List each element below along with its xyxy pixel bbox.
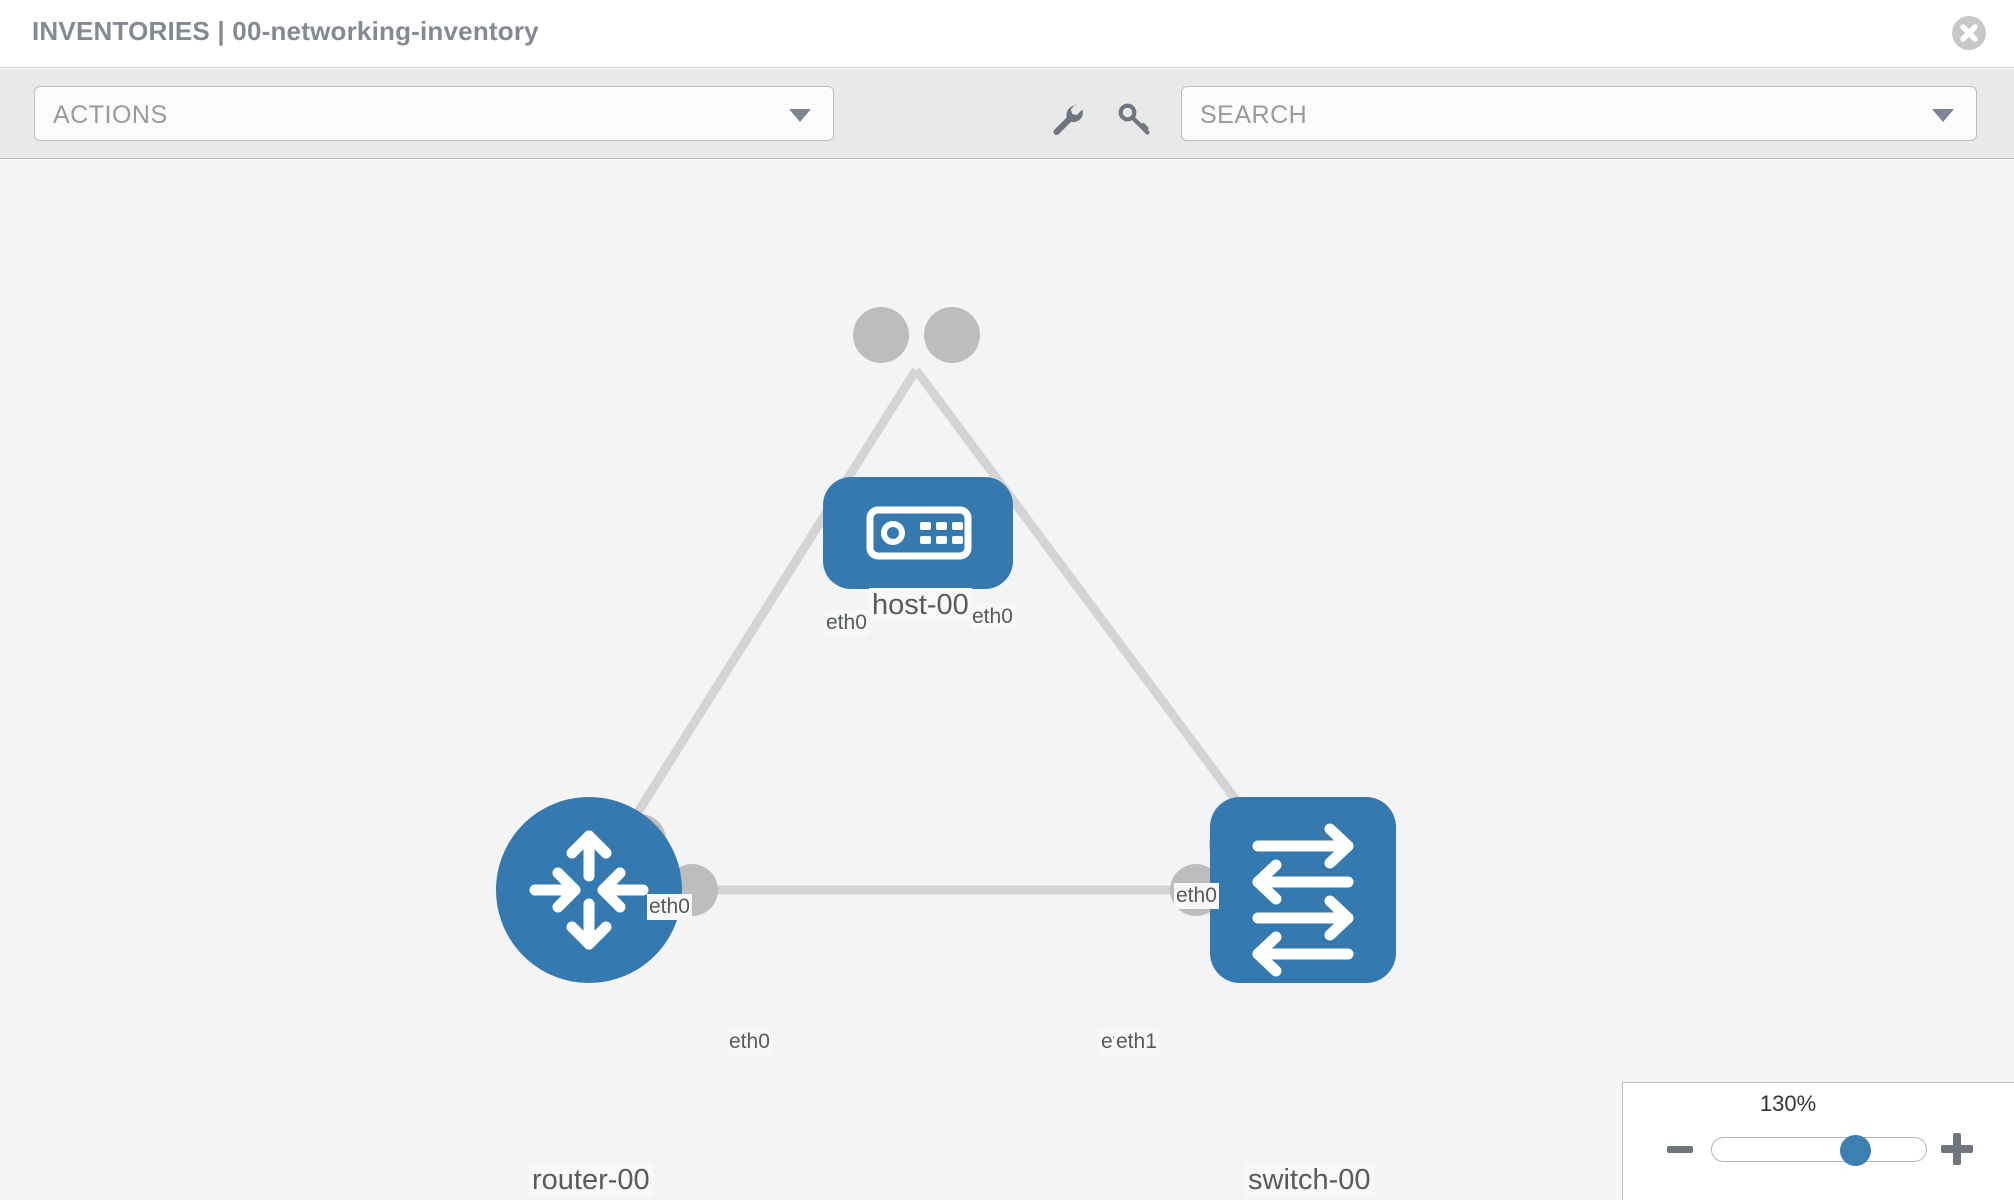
zoom-slider-track[interactable] (1711, 1137, 1927, 1162)
minus-icon[interactable] (1667, 1146, 1693, 1153)
iface-label-switch-left-b: eth1 (1114, 1029, 1159, 1055)
iface-label-router-right: eth0 (727, 1029, 772, 1055)
search-placeholder: SEARCH (1200, 101, 1308, 129)
plus-icon[interactable] (1941, 1133, 1973, 1165)
endpoint-host-right (924, 307, 980, 363)
close-icon[interactable] (1952, 16, 1986, 50)
wrench-icon[interactable] (1046, 99, 1086, 139)
node-host-00 (823, 477, 1013, 589)
search-input[interactable]: SEARCH (1181, 86, 1977, 141)
iface-label-host-right: eth0 (970, 604, 1015, 630)
page-header: INVENTORIES | 00-networking-inventory (0, 0, 2014, 68)
node-label-switch-00[interactable]: switch-00 (1245, 1163, 1374, 1197)
zoom-level-value: 130% (1759, 1091, 1817, 1116)
topology-graph (496, 307, 1396, 983)
iface-label-router-up: eth0 (647, 894, 692, 920)
topology-canvas[interactable]: host-00 router-00 switch-00 eth0 eth0 et… (0, 160, 2014, 1200)
node-router-00 (496, 797, 682, 983)
chevron-down-icon (789, 109, 811, 122)
chevron-down-icon[interactable] (1932, 109, 1954, 122)
zoom-control-panel: 130% (1622, 1082, 2014, 1200)
toolbar: ACTIONS SEARCH (0, 69, 2014, 159)
actions-dropdown[interactable]: ACTIONS (34, 86, 834, 141)
node-label-router-00[interactable]: router-00 (529, 1163, 653, 1197)
key-icon[interactable] (1114, 99, 1154, 139)
iface-label-switch-up: eth0 (1174, 883, 1219, 909)
iface-label-host-left: eth0 (824, 610, 869, 636)
zoom-slider-thumb[interactable] (1840, 1135, 1871, 1166)
link-host-router (585, 367, 920, 893)
node-switch-00 (1210, 797, 1396, 983)
page-title: INVENTORIES | 00-networking-inventory (32, 16, 539, 46)
topology-links (585, 367, 1307, 895)
endpoint-host-left (853, 307, 909, 363)
node-label-host-00[interactable]: host-00 (869, 588, 972, 622)
actions-dropdown-label: ACTIONS (53, 101, 168, 129)
